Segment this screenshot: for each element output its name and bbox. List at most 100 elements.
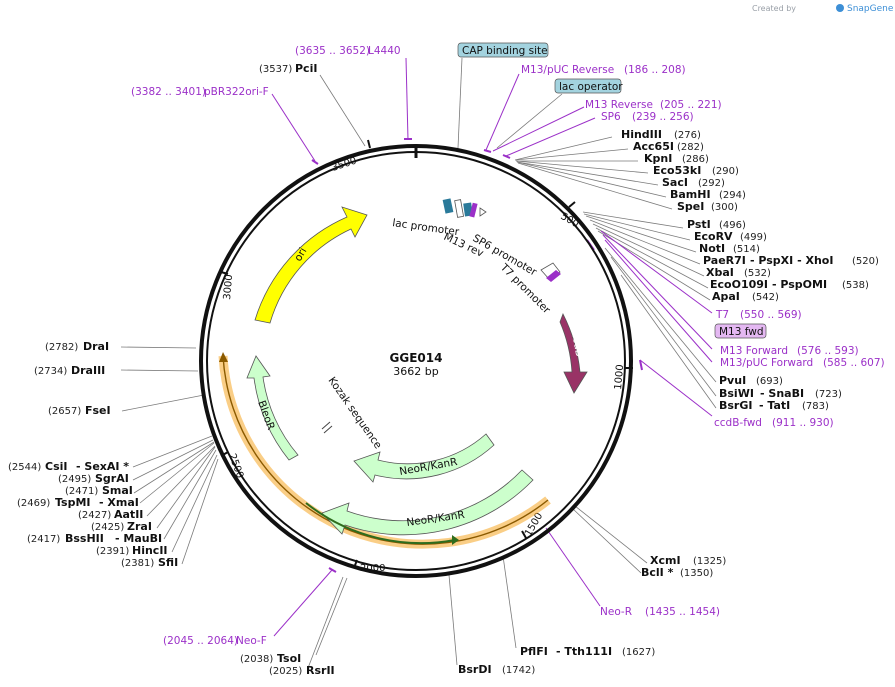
tick-1000: 1000 (613, 364, 626, 390)
primer-m13-fwd-name[interactable]: M13 Forward (720, 345, 788, 357)
site-name[interactable]: CsiI (45, 460, 67, 473)
snapgene-logo-icon (836, 4, 844, 12)
site-pos: (300) (711, 202, 738, 213)
ori-feature[interactable] (254, 206, 368, 324)
ori-label: ori (292, 246, 309, 264)
site-name[interactable]: XcmI (650, 554, 681, 567)
site-pos: (2391) (96, 546, 129, 557)
site-name[interactable]: BamHI (670, 188, 711, 201)
primer-ccdb-fwd-name[interactable]: ccdB-fwd (714, 417, 762, 429)
site-name[interactable]: SfiI (158, 556, 178, 569)
site-name[interactable]: PstI (687, 218, 711, 231)
primer-m13puc-rev-name[interactable]: M13/pUC Reverse (521, 64, 614, 76)
primer-neo-r-name[interactable]: Neo-R (600, 606, 632, 618)
neor-kanr-feature-2[interactable] (321, 469, 534, 536)
primer-m13-rev-range: (205 .. 221) (660, 99, 722, 111)
bleor-feature[interactable] (246, 355, 299, 461)
site-pci-name[interactable]: PciI (295, 62, 317, 75)
primer-m13-rev-name[interactable]: M13 Reverse (585, 99, 653, 111)
primer-l4440-name[interactable]: L4440 (368, 45, 401, 57)
site-name[interactable]: EcoO109I (710, 278, 768, 291)
site-name[interactable]: PaeR7I (703, 254, 746, 267)
primer-neo-f-name[interactable]: Neo-F (236, 635, 267, 647)
site-name[interactable]: BsrGI (719, 399, 752, 412)
primer-t7-name[interactable]: T7 (715, 309, 729, 321)
selection-line (222, 355, 549, 545)
site-name[interactable]: SacI (662, 176, 688, 189)
site-pos: (520) (852, 256, 879, 267)
primer-ccdb-fwd-range: (911 .. 930) (772, 417, 834, 429)
site-extra[interactable]: - PspOMI (772, 278, 827, 291)
site-name[interactable]: FseI (85, 404, 111, 417)
scale-marks (220, 139, 633, 569)
site-name[interactable]: PvuI (719, 374, 746, 387)
primer-sp6-range: (239 .. 256) (632, 111, 694, 123)
primer-m13puc-fwd-range: (585 .. 607) (823, 357, 885, 369)
site-name[interactable]: ZraI (127, 520, 152, 533)
site-pos: (2657) (48, 406, 81, 417)
tick-2000: 2000 (360, 563, 385, 574)
cap-box (457, 42, 549, 58)
neor-kanr-feature-1[interactable] (353, 433, 495, 483)
site-name[interactable]: NotI (699, 242, 725, 255)
site-pos: (2425) (91, 522, 124, 533)
site-name[interactable]: BsiWI (719, 387, 754, 400)
site-name[interactable]: BssHII (65, 532, 104, 545)
primer-pbr322-name[interactable]: pBR322ori-F (204, 86, 269, 98)
site-name[interactable]: EcoRV (694, 230, 733, 243)
site-name[interactable]: XbaI (706, 266, 734, 279)
site-name[interactable]: AatII (114, 508, 143, 521)
primer-m13puc-fwd-name[interactable]: M13/pUC Forward (720, 357, 813, 369)
site-name[interactable]: BclI * (641, 566, 674, 579)
site-name[interactable]: SpeI (677, 200, 704, 213)
site-name[interactable]: Eco53kI (653, 164, 701, 177)
lac-operator-label[interactable]: lac operator (559, 81, 623, 93)
site-name[interactable]: RsrII (306, 664, 335, 677)
site-pos: (1742) (502, 665, 535, 676)
site-pos: (2734) (34, 366, 67, 377)
primer-m13puc-rev-range: (186 .. 208) (624, 64, 686, 76)
site-name[interactable]: BsrDI (458, 663, 492, 676)
leader-lines (120, 57, 717, 669)
site-name[interactable]: PflFI (520, 645, 548, 658)
site-extra[interactable]: - XmaI (99, 496, 139, 509)
site-group-right-mid: PstI (496) EcoRV (499) NotI (514) PaeR7I… (687, 218, 879, 303)
ccdb-feature[interactable] (559, 313, 588, 394)
site-group-right-top: HindIII (276) Acc65I (282) KpnI (286) Ec… (621, 128, 746, 213)
site-group-right-low: PvuI (693) BsiWI - SnaBI (723) BsrGI - T… (719, 374, 842, 412)
site-name[interactable]: SgrAI (95, 472, 129, 485)
cap-label[interactable]: CAP binding site (462, 45, 548, 57)
site-pos: (2427) (78, 510, 111, 521)
primer-sp6-name[interactable]: SP6 (601, 111, 621, 123)
site-pos: (292) (698, 178, 725, 189)
site-name[interactable]: HindIII (621, 128, 662, 141)
site-name[interactable]: TsoI (277, 652, 301, 665)
primer-neo-f-range: (2045 .. 2064) (163, 635, 238, 647)
site-extra[interactable]: - SnaBI (760, 387, 804, 400)
promoter-cluster (442, 198, 561, 282)
site-name[interactable]: HincII (132, 544, 168, 557)
site-extra[interactable]: - MauBI (115, 532, 162, 545)
site-name[interactable]: DraIII (71, 364, 105, 377)
site-pos: (499) (740, 232, 767, 243)
site-name[interactable]: KpnI (644, 152, 672, 165)
site-pos: (1350) (680, 568, 713, 579)
site-pos: (514) (733, 244, 760, 255)
site-name[interactable]: SmaI (102, 484, 133, 497)
site-extra[interactable]: - PspXI - XhoI (750, 254, 833, 267)
site-extra[interactable]: - TatI (759, 399, 790, 412)
site-name[interactable]: TspMI (55, 496, 91, 509)
site-name[interactable]: ApaI (712, 290, 740, 303)
site-pos: (2038) (240, 654, 273, 665)
site-extra[interactable]: - SexAI * (76, 460, 129, 473)
site-pos: (693) (756, 376, 783, 387)
site-name[interactable]: Acc65I (633, 140, 674, 153)
site-extra[interactable]: - Tth111I (556, 645, 612, 658)
selection-highlight (218, 355, 551, 549)
site-name[interactable]: DraI (83, 340, 109, 353)
site-group-bottom-right: XcmI (1325) BclI * (1350) PflFI - Tth111… (458, 554, 726, 676)
selection-arrow-icon (219, 352, 228, 362)
primer-l4440-range: (3635 .. 3652) (295, 45, 370, 57)
m13-fwd-label[interactable]: M13 fwd (719, 326, 764, 338)
site-pos: (783) (802, 401, 829, 412)
